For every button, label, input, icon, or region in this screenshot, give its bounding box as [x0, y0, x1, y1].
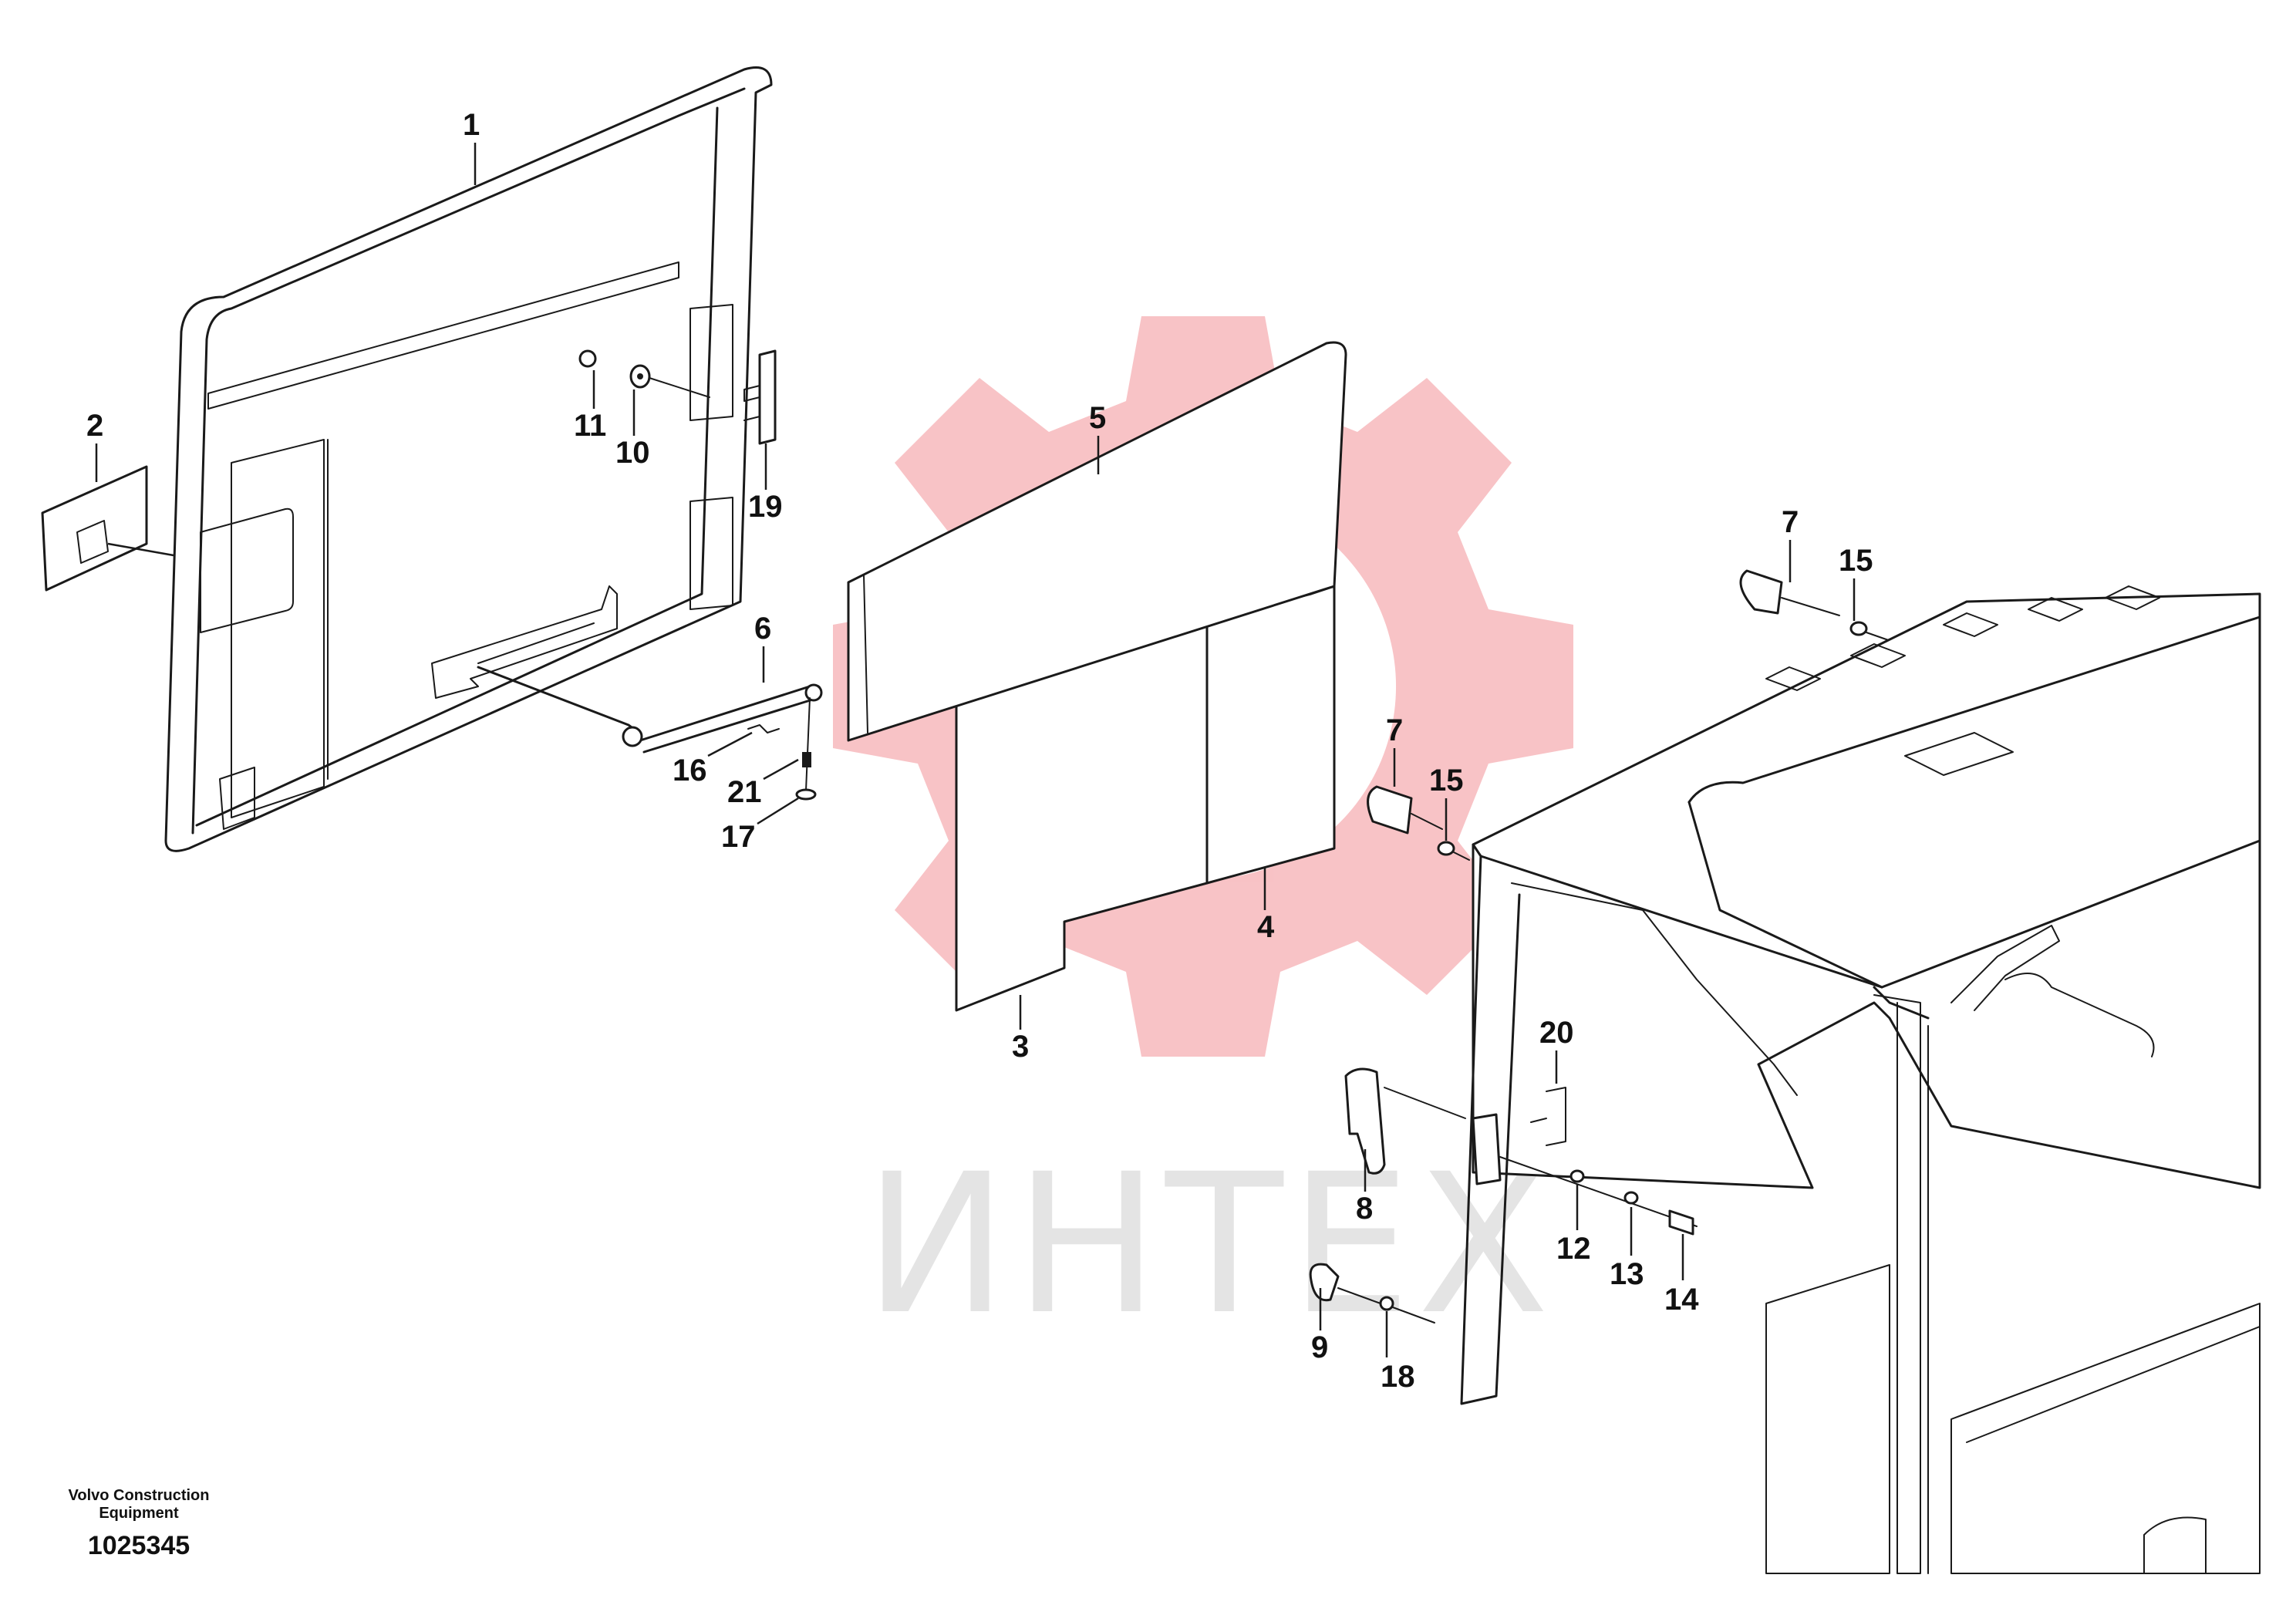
- callout-15-upper: 15: [1839, 544, 1873, 578]
- callout-14: 14: [1664, 1283, 1699, 1317]
- part-bolt-washer: [578, 349, 777, 445]
- callout-7-upper: 7: [1782, 505, 1799, 539]
- callout-17: 17: [721, 820, 756, 854]
- callout-16: 16: [673, 754, 707, 787]
- part-engine-hood: [1460, 585, 2261, 1574]
- caption-company-line1: Volvo Construction: [69, 1487, 210, 1504]
- callout-11: 11: [574, 409, 606, 443]
- part-support-rod: [477, 666, 823, 801]
- callout-13: 13: [1610, 1257, 1644, 1291]
- callout-7-lower: 7: [1386, 713, 1403, 747]
- callout-2: 2: [86, 409, 103, 443]
- part-handle-plate: [41, 465, 174, 592]
- caption-company-line2: Equipment: [99, 1505, 179, 1522]
- callout-9: 9: [1311, 1330, 1328, 1364]
- callout-21: 21: [727, 775, 762, 809]
- watermark-text: ИНТЕХ: [864, 1132, 1556, 1357]
- callout-12: 12: [1556, 1232, 1591, 1266]
- callout-15-lower: 15: [1429, 764, 1464, 798]
- part-rubber-stop-lower: [1367, 785, 1470, 861]
- callout-6: 6: [754, 612, 771, 646]
- callout-18: 18: [1381, 1360, 1415, 1394]
- callout-10: 10: [615, 436, 650, 470]
- callout-1: 1: [463, 108, 480, 142]
- callout-4: 4: [1257, 910, 1275, 944]
- part-insulation-block: [1186, 585, 1336, 885]
- callout-20: 20: [1539, 1016, 1574, 1050]
- callout-8: 8: [1356, 1192, 1373, 1226]
- caption-drawing-number: 1025345: [88, 1531, 190, 1560]
- part-door-frame: [164, 66, 773, 852]
- callout-3: 3: [1012, 1030, 1029, 1064]
- callout-19: 19: [748, 490, 783, 524]
- part-bracket-hardware: [1309, 1067, 1698, 1324]
- callout-5: 5: [1089, 401, 1106, 435]
- part-insulation-top: [847, 341, 1347, 742]
